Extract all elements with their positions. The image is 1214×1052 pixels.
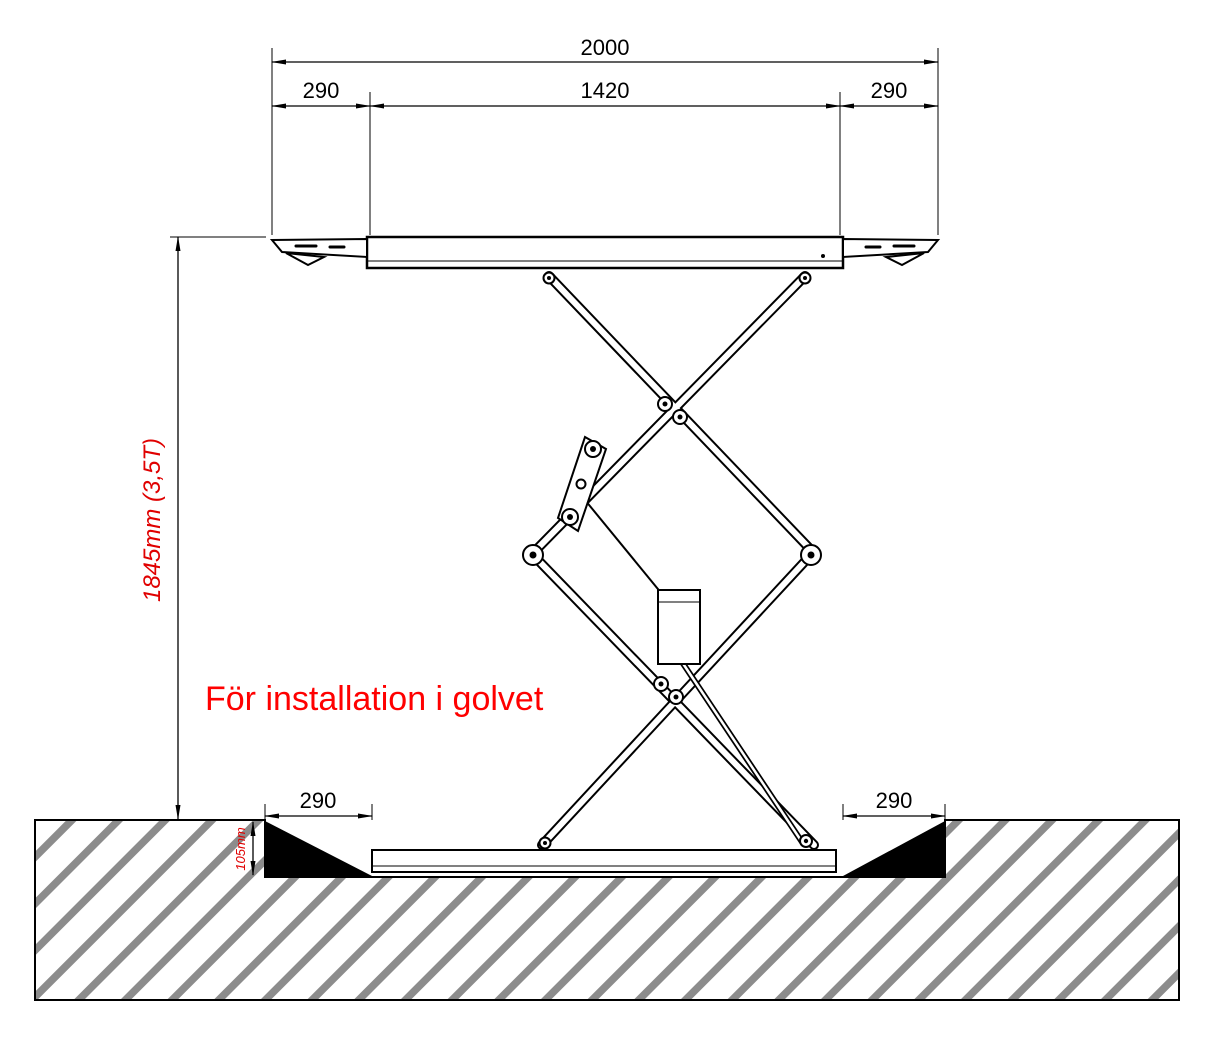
dimension-pit-depth: 105mm bbox=[233, 821, 256, 876]
dimension-platform-row: 290 1420 290 bbox=[271, 78, 939, 235]
dim-label-pit-ramp-left: 290 bbox=[300, 788, 337, 813]
dim-label-platform-length: 1420 bbox=[581, 78, 630, 103]
dim-label-pit-ramp-right: 290 bbox=[876, 788, 913, 813]
platform-flap-right bbox=[842, 237, 941, 267]
hydraulic-cylinder bbox=[584, 499, 805, 844]
dimension-overall-width: 2000 bbox=[271, 35, 939, 235]
pit-ramp-left bbox=[265, 821, 372, 876]
lift-platform bbox=[365, 235, 845, 270]
dim-label-lift-height: 1845mm (3,5T) bbox=[139, 438, 166, 602]
floor-hatched-area bbox=[34, 819, 1180, 1001]
linkage-bracket bbox=[556, 435, 608, 533]
pit-ramp-right bbox=[843, 821, 945, 876]
pivot-bolts bbox=[522, 271, 822, 850]
dim-label-overall-width: 2000 bbox=[581, 35, 630, 60]
floor-section bbox=[34, 819, 1180, 1001]
dimension-pit-ramp-left: 290 bbox=[264, 788, 373, 820]
platform-flap-left bbox=[269, 237, 368, 267]
scissor-lift bbox=[269, 235, 941, 873]
lift-base-frame bbox=[371, 849, 837, 873]
dim-label-right-overhang: 290 bbox=[871, 78, 908, 103]
dimension-pit-ramp-right: 290 bbox=[842, 788, 946, 820]
dim-label-left-overhang: 290 bbox=[303, 78, 340, 103]
scissor-arms bbox=[530, 271, 819, 850]
dim-label-pit-depth: 105mm bbox=[233, 827, 248, 871]
dimension-lift-height: 1845mm (3,5T) bbox=[139, 236, 266, 820]
installation-note: För installation i golvet bbox=[205, 680, 544, 718]
